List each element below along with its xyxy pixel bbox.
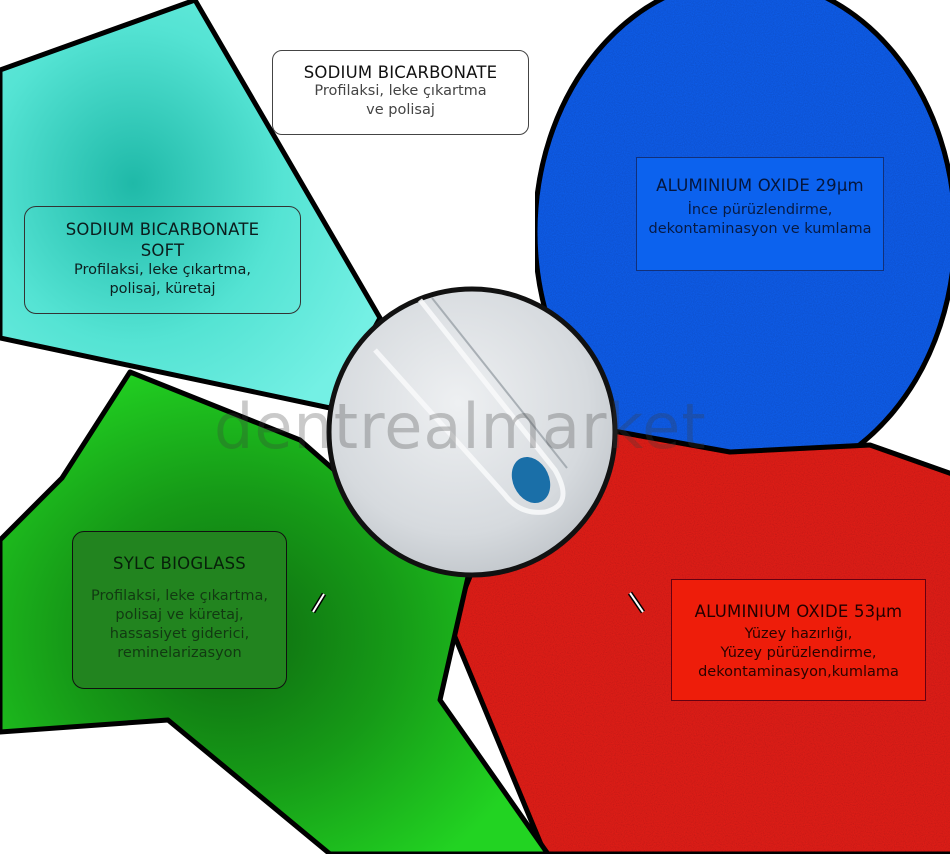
aluminium-oxide-53-label: ALUMINIUM OXIDE 53µm Yüzey hazırlığı, Yü… xyxy=(671,579,926,701)
label-line: ve polisaj xyxy=(366,102,435,118)
label-title: SYLC BIOGLASS xyxy=(113,554,246,573)
sylc-bioglass-label: SYLC BIOGLASS Profilaksi, leke çıkartma,… xyxy=(72,531,287,689)
label-line: dekontaminasyon ve kumlama xyxy=(648,221,872,237)
label-title: SOFT xyxy=(140,241,185,260)
label-line: dekontaminasyon,kumlama xyxy=(698,664,899,680)
nozzle-groove-shadow xyxy=(431,297,568,469)
label-line: Profilaksi, leke çıkartma, xyxy=(91,588,268,604)
label-title: ALUMINIUM OXIDE 53µm xyxy=(694,602,903,621)
nozzle-tip xyxy=(511,456,551,504)
sodium-bicarbonate-label: SODIUM BICARBONATE Profilaksi, leke çıka… xyxy=(272,50,529,135)
marker-green-inner xyxy=(312,593,325,613)
label-title: ALUMINIUM OXIDE 29µm xyxy=(656,176,864,195)
label-title: SODIUM BICARBONATE xyxy=(65,220,260,239)
center-lens xyxy=(326,286,618,578)
label-line: hassasiyet giderici, xyxy=(109,626,250,642)
watermark: dentrealmarket xyxy=(214,390,707,463)
marker-red-inner xyxy=(629,592,644,613)
label-line: polisaj ve küretaj, xyxy=(115,607,244,623)
aluminium-oxide-29-label: ALUMINIUM OXIDE 29µm İnce pürüzlendirme,… xyxy=(636,157,884,271)
label-line: İnce pürüzlendirme, xyxy=(687,202,833,218)
label-line: polisaj, küretaj xyxy=(109,281,216,297)
label-line: Yüzey pürüzlendirme, xyxy=(720,645,877,661)
label-line: Profilaksi, leke çıkartma xyxy=(314,83,487,99)
label-line: Profilaksi, leke çıkartma, xyxy=(74,262,251,278)
sodium-bicarbonate-soft-label: SODIUM BICARBONATE SOFT Profilaksi, leke… xyxy=(24,206,301,314)
label-line: reminelarizasyon xyxy=(117,645,242,661)
label-title: SODIUM BICARBONATE xyxy=(303,63,498,82)
label-line: Yüzey hazırlığı, xyxy=(744,626,853,642)
nozzle-groove xyxy=(373,298,566,515)
